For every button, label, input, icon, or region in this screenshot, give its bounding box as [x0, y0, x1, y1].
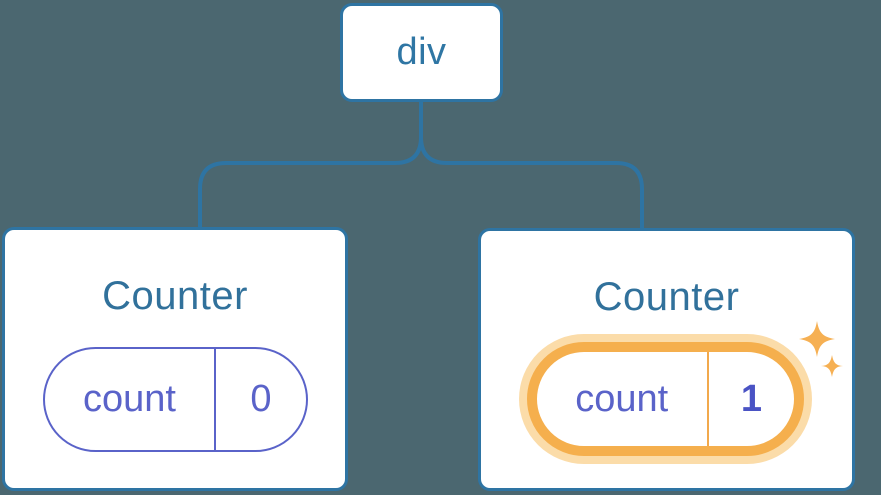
root-node: div [340, 3, 503, 102]
state-value: 0 [250, 378, 272, 420]
connector-right-branch [419, 100, 644, 229]
component-title: Counter [593, 275, 740, 319]
root-node-label: div [396, 31, 447, 73]
state-pill-highlighted: count 1 [527, 342, 804, 456]
sparkle-small [821, 355, 843, 377]
pill-divider [706, 352, 709, 446]
state-pill: count 0 [43, 347, 308, 452]
component-card-counter-right: Counter count 1 [478, 228, 855, 491]
component-title: Counter [102, 274, 248, 318]
sparkle-large [799, 321, 835, 357]
state-key: count [575, 377, 669, 420]
pill-divider [214, 349, 216, 450]
state-key: count [83, 378, 176, 420]
sparkles-icon [799, 321, 843, 377]
component-card-counter-left: Counter count 0 [2, 227, 348, 491]
connector-left-branch [198, 100, 423, 228]
state-value: 1 [740, 377, 763, 420]
